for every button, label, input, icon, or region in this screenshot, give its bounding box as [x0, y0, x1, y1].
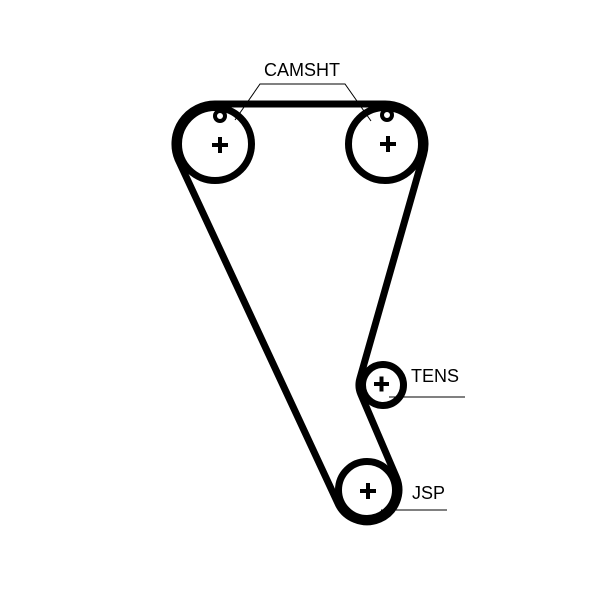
timing-mark-icon-left: [213, 109, 227, 123]
center-cross-icon-camshaft-right: [380, 136, 396, 152]
tensioner-label: TENS: [411, 366, 459, 386]
center-cross-icon-jsp: [360, 483, 376, 499]
camshaft-leader-line: [234, 83, 372, 122]
camshaft-label: CAMSHT: [264, 60, 340, 80]
center-cross-icon-tensioner: [374, 376, 389, 392]
timing-mark-icon-right: [380, 108, 394, 122]
jsp-label: JSP: [412, 483, 445, 503]
center-cross-icon-camshaft-left: [212, 137, 228, 153]
